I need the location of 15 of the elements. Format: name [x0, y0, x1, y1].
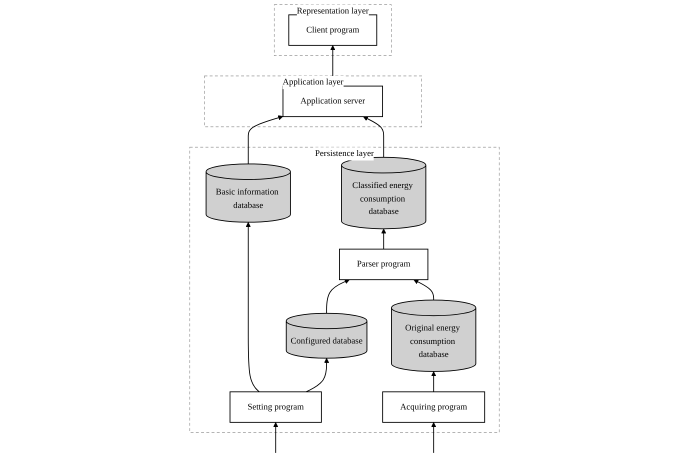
arrow	[413, 279, 434, 300]
arrow	[431, 422, 436, 454]
node-box: Parser program	[339, 248, 428, 280]
node-box: Acquiring program	[382, 391, 486, 423]
node-box: Setting program	[230, 391, 322, 423]
arrow	[273, 422, 278, 454]
node-box: Application server	[282, 86, 384, 118]
arrow	[248, 115, 284, 164]
arrow	[306, 358, 330, 392]
node-box: Client program	[288, 14, 378, 46]
arrow	[381, 228, 386, 250]
arrow	[363, 116, 384, 158]
arrow	[431, 371, 436, 392]
arrow	[246, 222, 260, 392]
arrow	[326, 279, 350, 314]
